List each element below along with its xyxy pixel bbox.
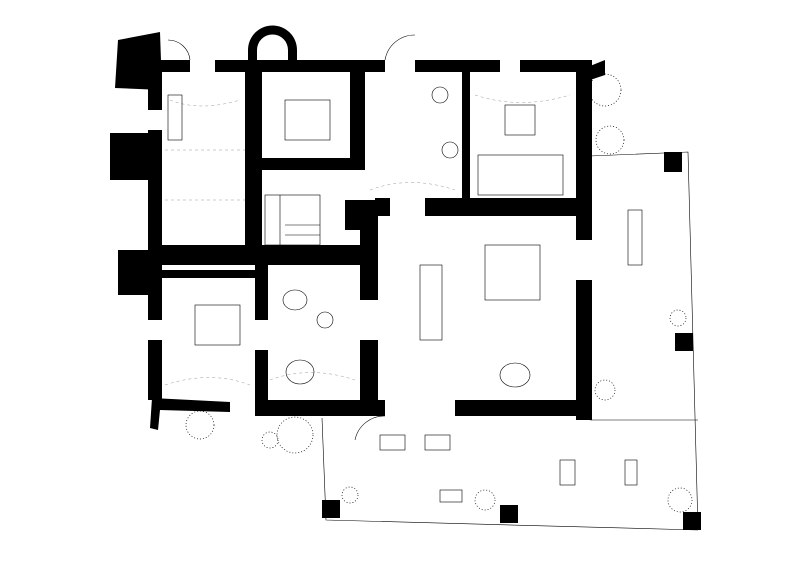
wall-kitchen	[375, 198, 590, 216]
tree-icon	[261, 431, 279, 449]
wall-v3	[462, 65, 470, 205]
lounge-chair	[379, 434, 406, 451]
door-opening	[385, 400, 455, 416]
window	[190, 60, 215, 72]
pier	[500, 505, 518, 523]
window	[500, 60, 520, 72]
armchair	[499, 362, 531, 388]
wall-lower	[155, 270, 255, 278]
east-terrace-outline	[589, 151, 699, 531]
tree-icon	[669, 309, 687, 327]
wall-h1	[150, 245, 370, 265]
wall-bath	[255, 158, 360, 170]
buttress	[150, 398, 230, 430]
window	[148, 320, 162, 340]
door-opening	[360, 300, 378, 340]
tree-icon	[594, 379, 616, 401]
window	[148, 110, 162, 130]
terrace-outlines	[321, 151, 699, 531]
window	[576, 240, 592, 280]
trees	[185, 73, 693, 513]
south-terrace-outline	[321, 417, 699, 531]
openings	[148, 60, 592, 416]
pier	[683, 512, 701, 530]
west-wall	[148, 60, 162, 400]
lounge-chair	[624, 459, 638, 486]
tree-icon	[667, 487, 693, 513]
stair-tower	[248, 25, 297, 65]
pier	[664, 152, 682, 172]
furniture	[167, 86, 643, 503]
bathtub	[284, 99, 331, 141]
armchair	[282, 289, 308, 311]
lounge-chair	[424, 434, 451, 451]
tree-icon	[588, 73, 622, 107]
door-opening	[390, 198, 425, 216]
plant	[316, 311, 334, 329]
bed	[194, 304, 241, 346]
tree-icon	[185, 410, 215, 440]
tree-icon	[341, 486, 359, 504]
terrace-piers	[322, 152, 701, 530]
tree-icon	[276, 416, 314, 454]
tree-icon	[595, 125, 625, 155]
plant	[441, 141, 459, 159]
door-opening	[385, 60, 415, 72]
pier	[675, 333, 693, 351]
sofa	[167, 94, 183, 141]
desk	[504, 104, 536, 136]
kitchen-counter	[477, 154, 564, 196]
north-wall	[150, 60, 590, 72]
door-swings	[164, 34, 571, 441]
staircase	[264, 194, 321, 246]
armchair	[285, 359, 315, 385]
dining-table	[419, 264, 443, 341]
door-opening	[255, 320, 268, 350]
lounge-chair	[439, 489, 463, 503]
wall-v1	[245, 65, 262, 260]
outdoor-table	[627, 209, 643, 266]
tree-icon	[474, 489, 496, 511]
wall-v2	[350, 65, 365, 170]
kitchen-island	[484, 244, 541, 301]
buttress	[110, 133, 152, 180]
wall-shaft	[345, 200, 375, 230]
lounge-chair	[559, 459, 576, 486]
plant	[431, 86, 449, 104]
pier	[322, 500, 340, 518]
